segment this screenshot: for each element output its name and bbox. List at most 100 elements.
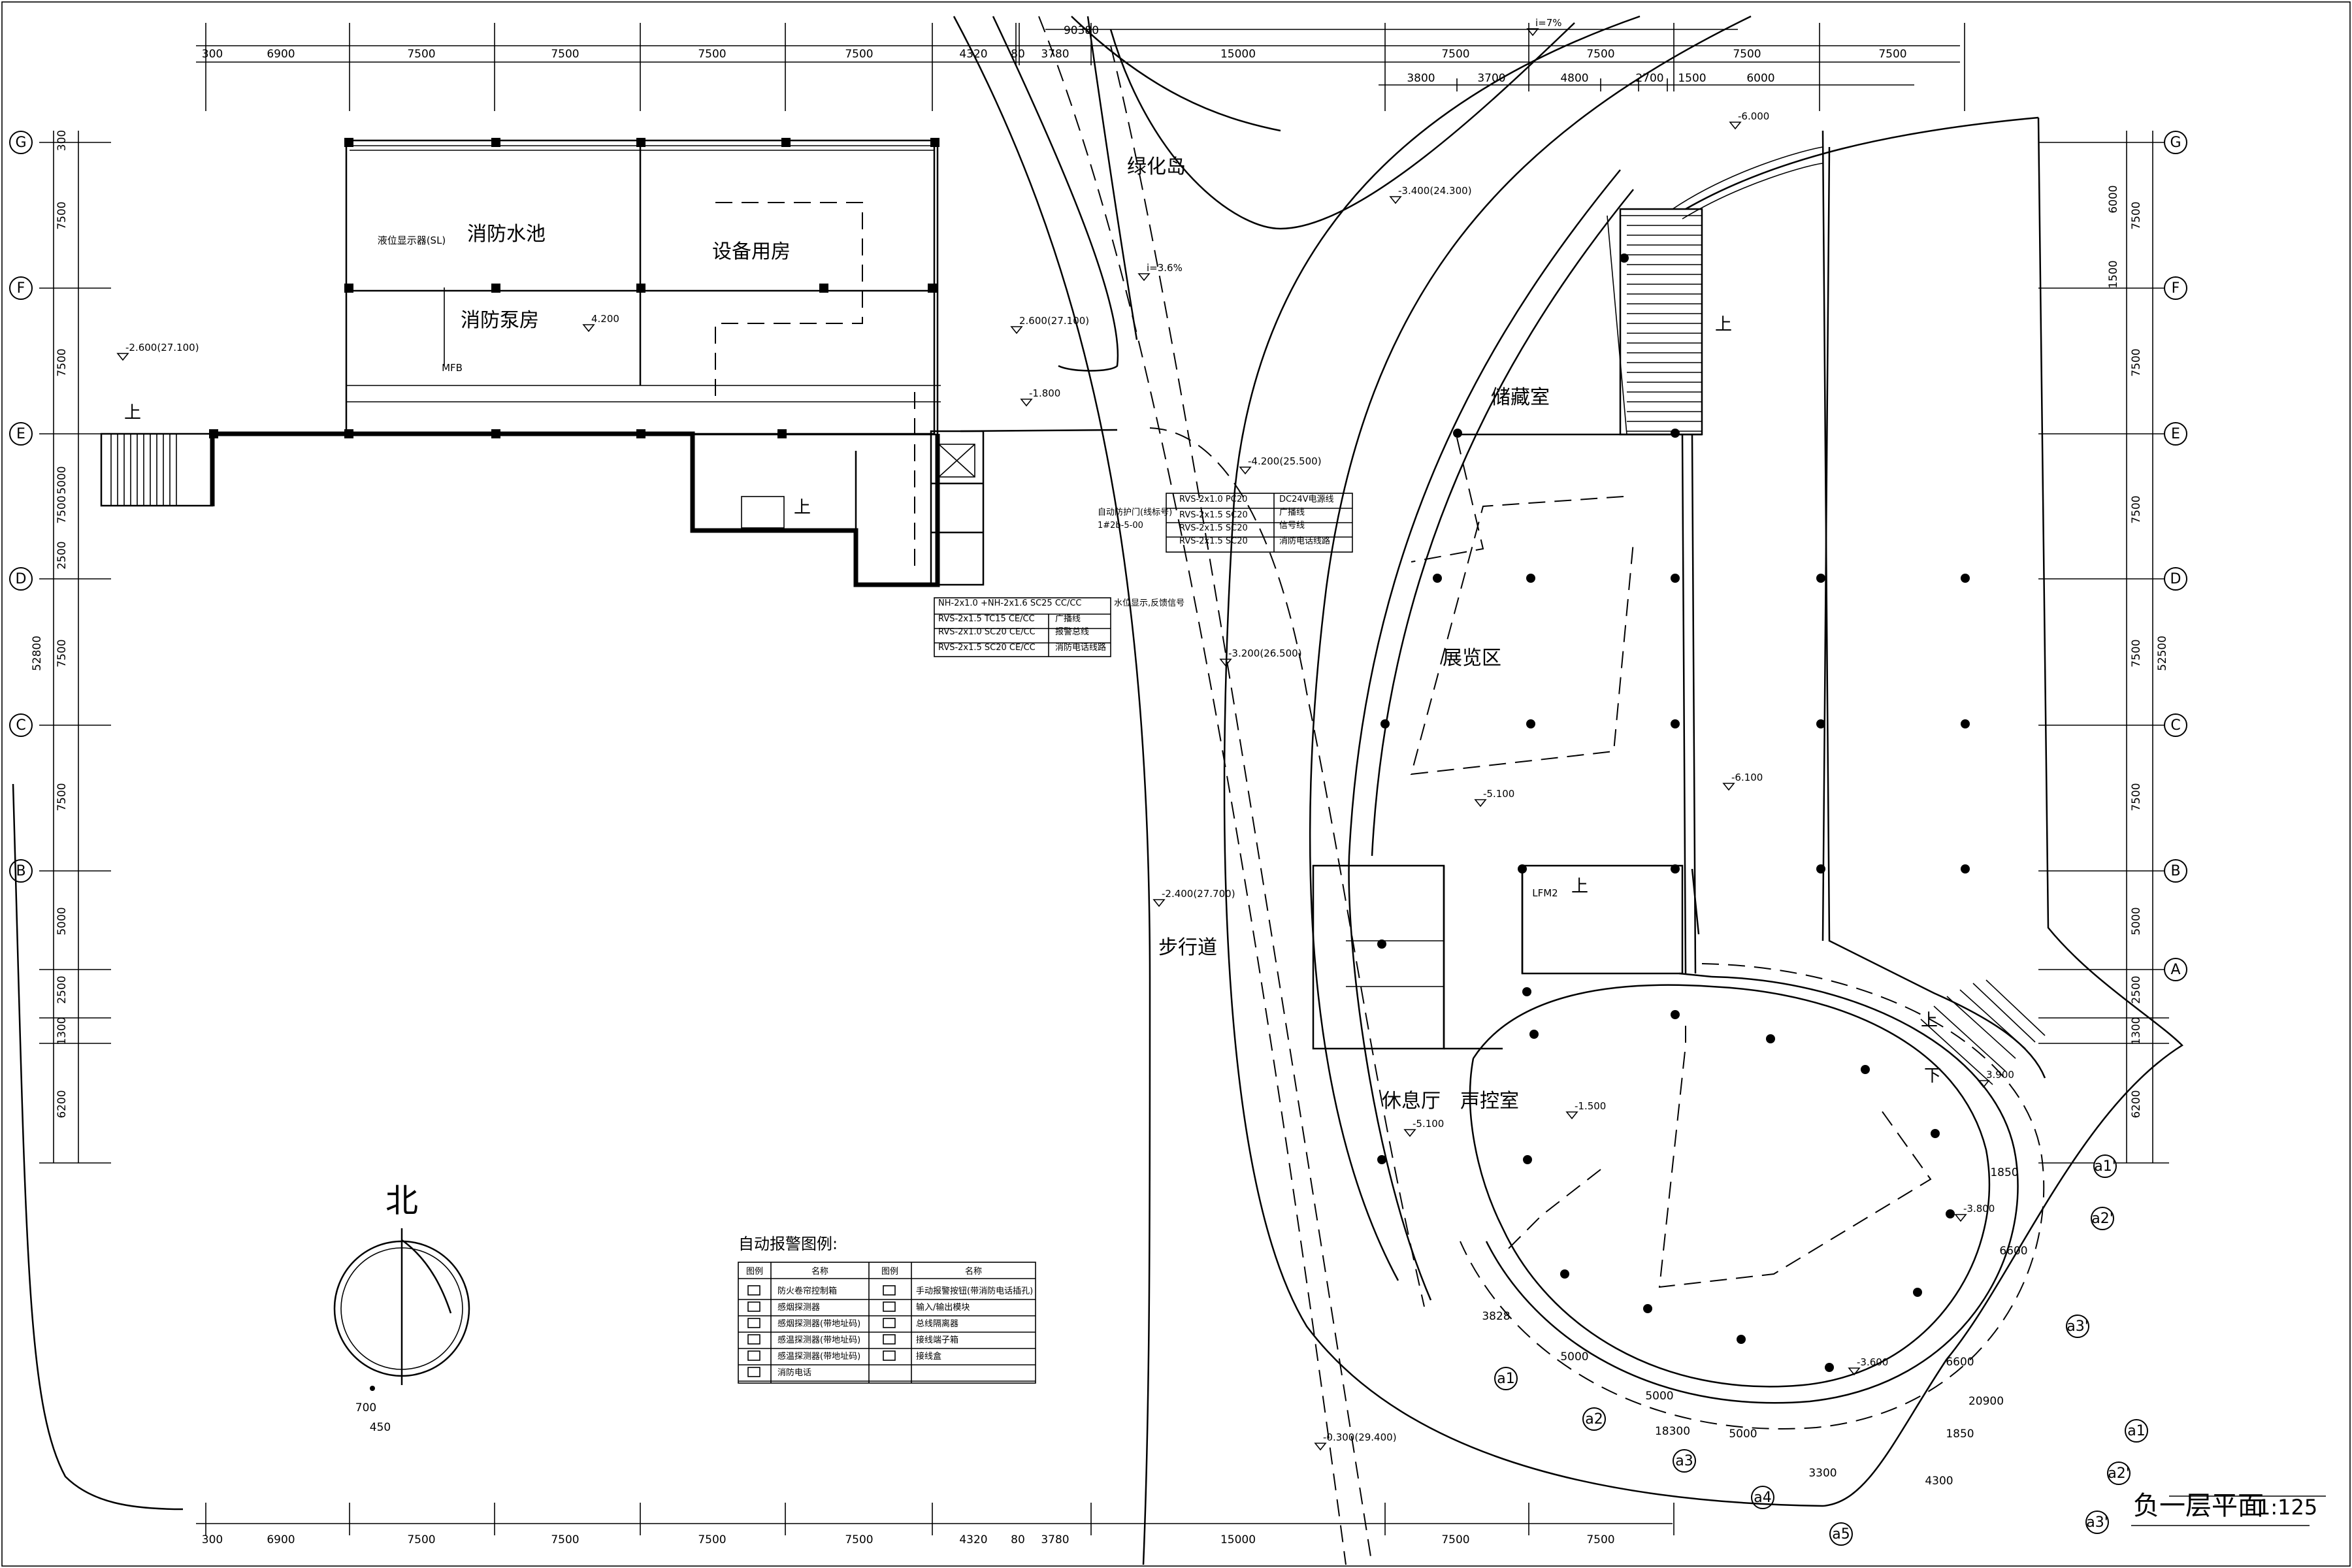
columns-north [209,138,939,438]
level-marker [1977,1080,1990,1088]
cable-label: RVS-2x1.5 SC20 CE/CC [938,643,1036,653]
cable-label: 自动防护门(线标号) [1098,507,1172,517]
right-dimension: 2500 [2130,975,2143,1004]
curve-dimension: 5000 [1729,1428,1757,1441]
cable-label: 报警总线 [1055,627,1089,637]
stair-direction: 上 [1715,315,1732,335]
level-mark: -3.400(24.300) [1398,185,1472,197]
level-marker [582,324,595,333]
axis-bubble [9,567,33,591]
level-marker [1314,1443,1327,1451]
left-dimension: 300 [56,130,69,151]
west-stair [100,433,214,507]
room-label: 休息厅 [1382,1090,1441,1113]
cable-label: RVS-2x1.5 TC15 CE/CC [938,614,1035,624]
bottom-dimension: 7500 [1441,1533,1469,1546]
level-mark: -1.800 [1029,387,1060,399]
axis-bubble [2107,1462,2131,1485]
stair-direction: 上 [124,403,141,423]
right-dimension: 7500 [2130,201,2143,229]
top-dimension: 6900 [267,48,295,61]
level-mark: -1.500 [1575,1100,1606,1112]
legend-header: 名称 [965,1266,982,1277]
stair-direction: 下 [1924,1066,1941,1086]
room-label: 绿化岛 [1127,155,1186,178]
top-dimension-secondary: 3700 [1477,72,1505,85]
title-block: 负一层平面 1:125 [2131,1491,2317,1526]
top-dimension-secondary: 1500 [1678,72,1706,85]
cable-schedule-lines [934,493,1353,657]
level-mark: -4.200(25.500) [1248,455,1322,467]
cable-label: 信号线 [1279,521,1305,531]
level-marker [1954,1214,1967,1222]
curve-dimension: 5000 [1645,1390,1673,1403]
room-label: 储藏室 [1491,386,1550,409]
axis-label: a1 [1497,1371,1514,1387]
axis-bubble [2164,422,2187,446]
cable-label: RVS-2x1.5 SC20 [1179,510,1248,520]
left-dimension: 7500 [56,495,69,523]
level-marker [1403,1129,1416,1137]
bottom-dimension: 7500 [845,1533,873,1546]
cable-label: RVS-2x1.0 PC20 [1179,495,1247,504]
level-mark: -2.600(27.100) [125,342,199,353]
axis-bubble [2066,1315,2089,1338]
left-dimension: 5000 [56,907,69,935]
top-dimension: 7500 [1878,48,1906,61]
level-mark: -5.100 [1483,788,1514,800]
axis-bubble [2164,958,2187,981]
legend-symbol [883,1301,896,1312]
curve-dimension: 1850 [1946,1428,1974,1441]
legend-name: 感烟探测器 [777,1302,820,1313]
legend-name: 感温探测器(带地址码) [777,1335,860,1345]
axis-label: D [2170,571,2181,587]
bottom-dimension: 3780 [1041,1533,1069,1546]
cable-label: 消防电话线路 [1279,536,1330,546]
bottom-dimension: 7500 [1586,1533,1614,1546]
east-exhibition-block [1312,146,2046,1429]
level-marker [1526,28,1539,37]
level-mark: -5.100 [1413,1118,1444,1130]
cable-label: RVS-2x1.5 SC20 [1179,523,1248,533]
level-marker [1152,899,1166,907]
level-marker [1848,1367,1861,1376]
room-label: 消防泵房 [461,309,539,332]
bottom-dimension: 7500 [698,1533,726,1546]
right-dimension: 7500 [2130,783,2143,811]
cable-label: RVS-2x1.5 SC20 [1179,536,1248,546]
legend-header: 图例 [746,1267,763,1277]
bottom-dimension: 6900 [267,1533,295,1546]
legend-title: 自动报警图例: [738,1235,838,1253]
site-roads [12,15,2326,1565]
top-dimension: 80 [1011,48,1025,61]
axis-label: a5 [1832,1526,1850,1543]
level-marker [1565,1111,1578,1120]
legend-name: 接线端子箱 [916,1335,958,1345]
axis-bubble [2091,1207,2114,1230]
curve-dimension: 6600 [1999,1245,2027,1258]
level-marker [1474,799,1487,808]
top-dimension: 7500 [1733,48,1761,61]
left-dimension: 6200 [56,1090,69,1118]
axis-label: F [17,280,25,297]
axis-label: G [15,135,26,151]
legend-name: 总线隔离器 [916,1318,958,1329]
bottom-dimension: 80 [1011,1533,1025,1546]
legend-symbol [747,1350,760,1361]
axis-bubble [2164,567,2187,591]
curve-dimension: 6600 [1946,1356,1974,1369]
room-label: 设备用房 [712,240,791,263]
right-dimension: 7500 [2130,639,2143,667]
legend-symbol [883,1318,896,1328]
bottom-dimension: 300 [202,1533,223,1546]
room-label: 消防水池 [467,223,546,246]
axis-bubble [9,276,33,300]
legend-header: 图例 [881,1267,898,1277]
top-dimension: 7500 [698,48,726,61]
left-dimension: 5000 [56,466,69,494]
